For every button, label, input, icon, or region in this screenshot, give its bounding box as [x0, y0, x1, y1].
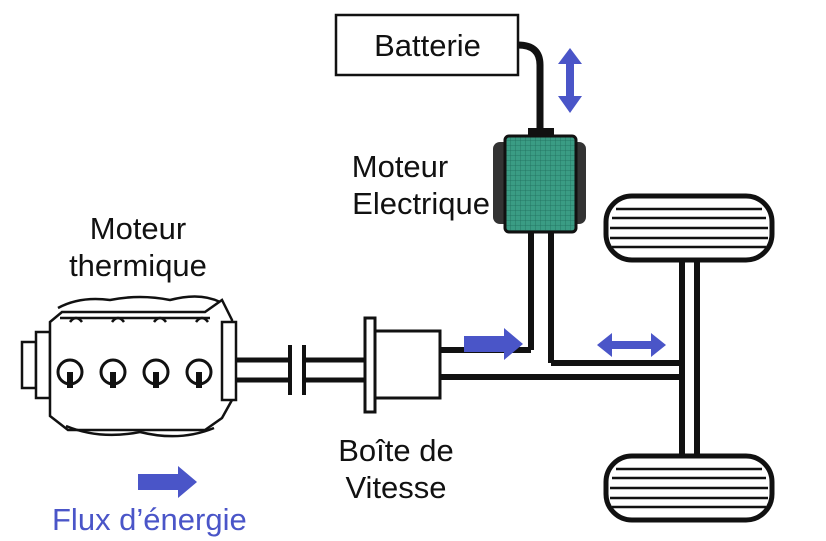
thermal-engine-label-line2: thermique [69, 248, 207, 283]
thermal-engine [20, 295, 238, 438]
engine-cylinder-1 [56, 358, 84, 388]
gearbox-label-line2: Vitesse [345, 470, 447, 505]
wheel-bottom [603, 453, 775, 523]
engine-cylinder-4 [185, 358, 213, 388]
arrow-gearbox-right-icon [464, 328, 523, 360]
motor-shaft [528, 232, 554, 363]
gearbox [363, 316, 442, 414]
legend-label: Flux d’énergie [52, 502, 247, 537]
electric-motor-label: Moteur Electrique [310, 148, 490, 222]
battery-label: Batterie [340, 27, 515, 64]
drive-shaft [440, 347, 682, 380]
axle [679, 262, 700, 456]
clutch-shaft [236, 345, 365, 395]
engine-cylinder-3 [142, 358, 170, 388]
arrow-axle-bidirectional-icon [597, 333, 666, 357]
electric-motor-label-line1: Moteur [351, 149, 449, 184]
wheel-top [603, 193, 775, 263]
thermal-engine-label-line1: Moteur [89, 211, 187, 246]
thermal-engine-label: Moteur thermique [48, 210, 228, 284]
battery-label-text: Batterie [374, 28, 481, 63]
battery-box [334, 13, 520, 77]
arrow-battery-vertical-icon [558, 48, 582, 113]
gearbox-label-line1: Boîte de [338, 433, 454, 468]
electric-motor-label-line2: Electrique [352, 186, 490, 221]
legend-arrow-icon [138, 466, 197, 498]
electric-motor [493, 128, 586, 234]
gearbox-label: Boîte de Vitesse [316, 432, 476, 506]
engine-cylinder-2 [99, 358, 127, 388]
battery-cable [517, 41, 544, 130]
